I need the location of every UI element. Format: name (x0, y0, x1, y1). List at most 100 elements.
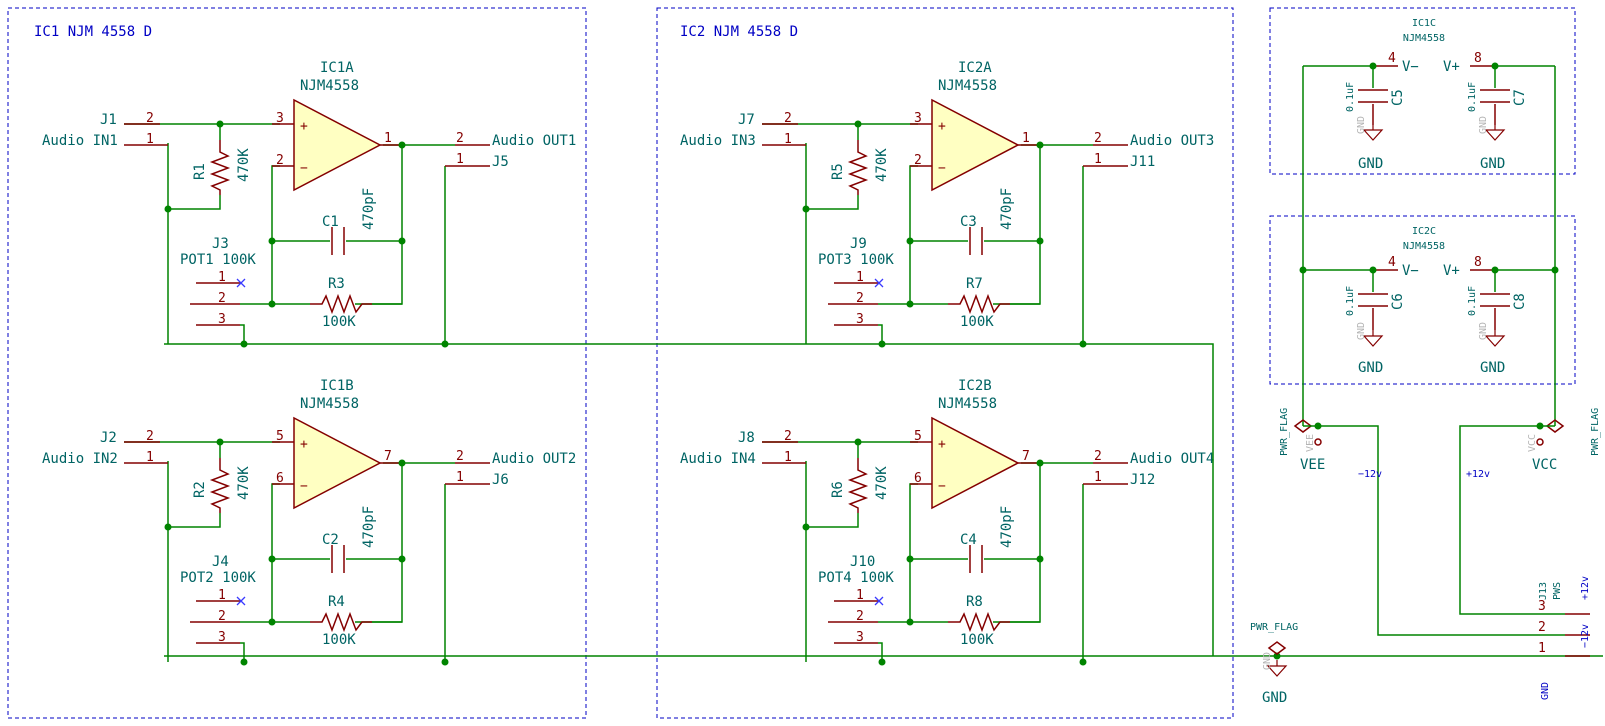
pin-number: 1 (146, 450, 154, 465)
cap-ref-c6: C6 (1390, 293, 1406, 310)
vee-ghost-label: VEE (1305, 434, 1316, 452)
vminus-label: V− (1402, 263, 1419, 279)
pot-ref: J4 (212, 554, 229, 570)
capacitor-value: 470pF (361, 188, 377, 230)
resistor-value: 470K (874, 466, 890, 500)
j13-pin3-net: +12v (1580, 576, 1591, 600)
sheet-ic2-border (656, 7, 1234, 719)
pin-number: 1 (218, 270, 226, 285)
gnd-label: GND (1480, 156, 1505, 172)
opamp-ref: IC1A (320, 60, 354, 76)
vee-label: VEE (1300, 457, 1325, 473)
ground-icon (1484, 125, 1506, 141)
input-jack-ref: J8 (738, 430, 755, 446)
ground-ghost-label: GND (1356, 116, 1367, 134)
resistor-symbol (310, 293, 372, 315)
ic2c-ref: IC2C (1412, 226, 1436, 237)
net-pos12-label: +12v (1466, 469, 1490, 480)
sheet-ic2c-border (1269, 215, 1576, 385)
pin-number: 1 (856, 588, 864, 603)
output-label: Audio OUT1 (492, 133, 576, 149)
pin-number: 2 (456, 131, 464, 146)
cap-value: 0.1uF (1467, 82, 1478, 112)
vplus-label: V+ (1443, 59, 1460, 75)
feedback-resistor-value: 100K (960, 632, 994, 648)
ground-icon (1484, 330, 1506, 347)
sheet-ic1c-border (1269, 7, 1576, 175)
vcc-ghost-label: VCC (1527, 434, 1538, 452)
net-neg12-label: −12v (1358, 469, 1382, 480)
cap-ref-c8: C8 (1512, 293, 1528, 310)
feedback-resistor-ref: R7 (966, 276, 983, 292)
pin-number: 2 (146, 111, 154, 126)
pot-label: POT1 100K (180, 252, 256, 268)
resistor-symbol (209, 458, 231, 513)
vplus-label: V+ (1443, 263, 1460, 279)
resistor-symbol (948, 611, 1010, 633)
pin-number: 1 (856, 270, 864, 285)
pin-number: 4 (1388, 255, 1396, 270)
pin-number: 1 (1094, 152, 1102, 167)
opamp-value: NJM4558 (300, 396, 359, 412)
pin-number: 3 (276, 111, 284, 126)
pin-number: 2 (218, 291, 226, 306)
capacitor-c5 (1358, 66, 1388, 125)
capacitor-c8 (1480, 270, 1510, 330)
opamp-symbol (293, 98, 382, 192)
j13-value: PWS (1552, 582, 1563, 600)
vminus-label: V− (1402, 59, 1419, 75)
resistor-ref: R5 (830, 163, 846, 180)
sheet-ic1-title: IC1 NJM 4558 D (34, 24, 152, 40)
pin-number: 2 (784, 111, 792, 126)
gnd-label: GND (1358, 156, 1383, 172)
j13-pin1-net: GND (1540, 682, 1551, 700)
opamp-ref: IC1B (320, 378, 354, 394)
cap-value: 0.1uF (1345, 286, 1356, 316)
cap-value: 0.1uF (1467, 286, 1478, 316)
pin-number: 1 (218, 588, 226, 603)
resistor-symbol (847, 458, 869, 513)
pin-number: 2 (146, 429, 154, 444)
pwr-flag-gnd-label: PWR_FLAG (1250, 622, 1298, 633)
pin-number: 1 (1538, 641, 1546, 656)
pin-number: 2 (276, 153, 284, 168)
resistor-ref: R6 (830, 481, 846, 498)
pin-number: 5 (914, 429, 922, 444)
output-jack-ref: J11 (1130, 154, 1155, 170)
pwr-flag-gnd-icon (1267, 641, 1287, 655)
pin-number: 7 (1022, 449, 1030, 464)
pin-number: 2 (218, 609, 226, 624)
input-jack-ref: J7 (738, 112, 755, 128)
feedback-resistor-ref: R3 (328, 276, 345, 292)
output-jack-ref: J12 (1130, 472, 1155, 488)
pin-number: 1 (784, 132, 792, 147)
opamp-ref: IC2A (958, 60, 992, 76)
pin-number: 3 (218, 630, 226, 645)
pin-number: 8 (1474, 51, 1482, 66)
pin-number: 2 (456, 449, 464, 464)
pin-number: 2 (784, 429, 792, 444)
j13-ref: J13 (1538, 582, 1549, 600)
resistor-symbol (310, 611, 372, 633)
svg-text:−: − (300, 479, 308, 494)
pin-number: 3 (1538, 599, 1546, 614)
pin-number: 3 (218, 312, 226, 327)
svg-text:+: + (938, 437, 946, 452)
input-label: Audio IN2 (42, 451, 118, 467)
feedback-resistor-value: 100K (960, 314, 994, 330)
resistor-symbol (209, 140, 231, 195)
pin-number: 6 (276, 471, 284, 486)
pot-label: POT4 100K (818, 570, 894, 586)
pin-number: 1 (1022, 131, 1030, 146)
output-label: Audio OUT2 (492, 451, 576, 467)
resistor-symbol (948, 293, 1010, 315)
pin-number: 3 (856, 312, 864, 327)
no-connect-icon (236, 596, 246, 606)
opamp-ref: IC2B (958, 378, 992, 394)
sheet-ic2-title: IC2 NJM 4558 D (680, 24, 798, 40)
feedback-resistor-value: 100K (322, 632, 356, 648)
pin-number: 1 (146, 132, 154, 147)
